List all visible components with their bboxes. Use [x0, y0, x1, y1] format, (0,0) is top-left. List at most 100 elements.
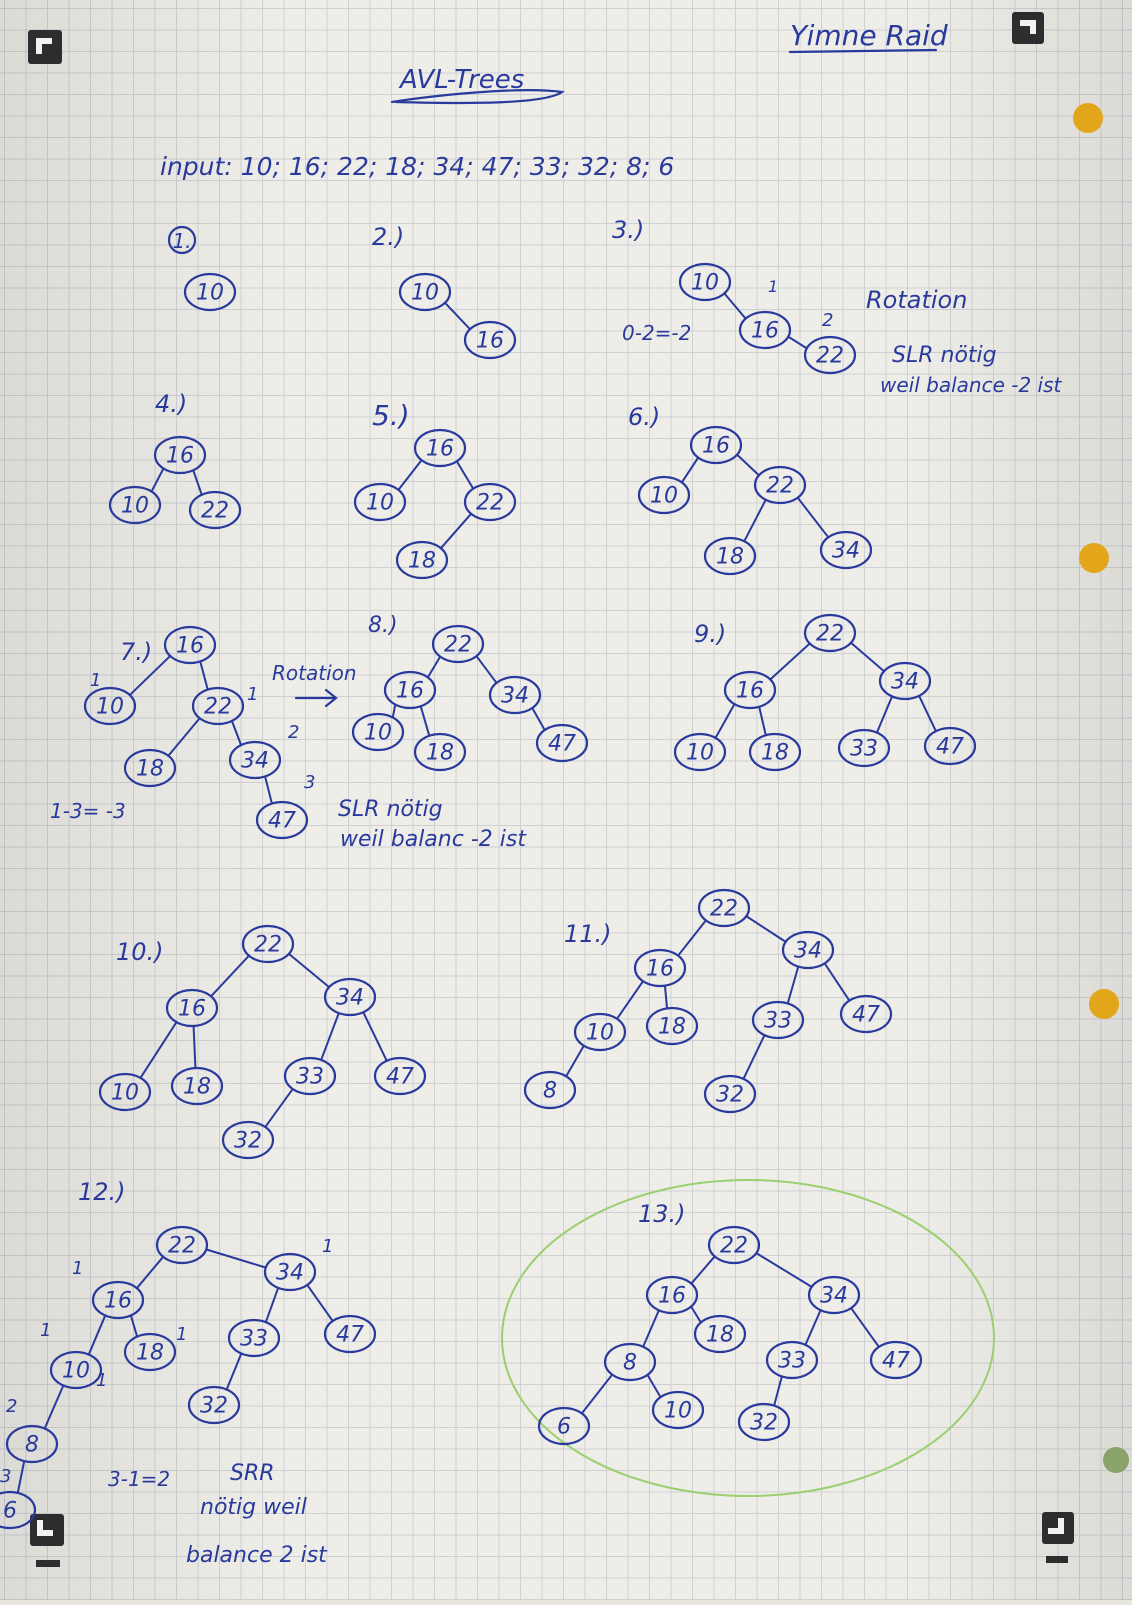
tree-edge	[264, 1286, 280, 1324]
tree-edge	[676, 919, 708, 957]
tree-edge	[135, 1255, 165, 1290]
punch-hole-2	[1079, 543, 1109, 573]
tree-node-label: 22	[168, 1234, 196, 1259]
tree-node-label: 18	[761, 741, 789, 766]
step12-note-2: nötig weil	[200, 1495, 307, 1520]
tree-node-47: 47	[255, 800, 309, 840]
tree-node-34: 34	[263, 1252, 317, 1292]
tree-edge	[796, 496, 830, 539]
tree-edge	[391, 703, 397, 719]
tree-node-10: 10	[353, 482, 407, 522]
tree-node-22: 22	[753, 465, 807, 505]
tree-edge	[166, 716, 202, 758]
tree-node-label: 16	[476, 329, 504, 354]
tree-edge	[615, 979, 645, 1021]
tree-node-18: 18	[693, 1314, 747, 1354]
tree-node-10: 10	[678, 262, 732, 302]
tree-edge	[646, 1373, 662, 1399]
tree-node-22: 22	[697, 888, 751, 928]
tree-edge	[305, 1283, 335, 1323]
tree-node-label: 10	[691, 271, 719, 296]
corner-marker-bottom-right-icon	[1042, 1512, 1074, 1563]
tree-node-label: 18	[408, 549, 436, 574]
tree-node-label: 18	[183, 1075, 211, 1100]
tree-node-label: 22	[816, 344, 844, 369]
tree-edge	[735, 453, 761, 477]
tree-edge	[225, 1352, 243, 1391]
tree-edge	[804, 1308, 822, 1347]
step-label-11: 11.)	[564, 920, 612, 948]
tree-edge	[129, 1314, 139, 1338]
tree-node-10: 10	[83, 686, 137, 726]
tree-node-16: 16	[689, 425, 743, 465]
tree-node-16: 16	[463, 320, 517, 360]
tree-node-label: 33	[764, 1009, 792, 1034]
corner-marker-bottom-left-icon	[30, 1514, 64, 1567]
tree-node-label: 34	[501, 684, 529, 709]
tree-node-10: 10	[49, 1350, 103, 1390]
tree-node-label: 10	[411, 281, 439, 306]
punch-hole-3	[1089, 989, 1119, 1019]
step12-note-3: balance 2 ist	[186, 1543, 328, 1568]
step12-balance-a: 1	[72, 1258, 83, 1279]
tree-edge	[849, 641, 886, 673]
tree-node-34: 34	[323, 977, 377, 1017]
tree-node-34: 34	[781, 930, 835, 970]
tree-node-label: 33	[778, 1349, 806, 1374]
tree-node-label: 10	[196, 281, 224, 306]
tree-node-16: 16	[165, 988, 219, 1028]
step3-note-2: SLR nötig	[892, 343, 997, 368]
tree-edge	[768, 642, 812, 681]
tree-edge	[139, 1020, 178, 1080]
tree-node-16: 16	[153, 435, 207, 475]
step3-balance-a: 1	[768, 277, 778, 296]
tree-edge	[580, 1373, 614, 1415]
tree-edge	[128, 654, 172, 697]
tree-edge	[150, 467, 165, 493]
tree-edge	[361, 1010, 389, 1063]
step-label-5: 5.)	[372, 399, 410, 432]
tree-node-label: 16	[166, 444, 194, 469]
tree-node-label: 47	[336, 1323, 364, 1348]
tree-node-label: 18	[426, 741, 454, 766]
step7-balance-a: 1	[90, 670, 101, 691]
tree-edge	[455, 459, 475, 491]
tree-node-label: 22	[444, 633, 472, 658]
tree-node-16: 16	[163, 625, 217, 665]
tree-edge	[319, 1011, 341, 1062]
step12-balance-e: 1	[96, 1370, 107, 1391]
tree-edge	[772, 1375, 784, 1407]
tree-node-label: 6	[557, 1415, 571, 1440]
tree-edge	[641, 1309, 661, 1348]
tree-node-label: 22	[720, 1234, 748, 1259]
tree-node-10: 10	[108, 485, 162, 525]
tree-node-label: 8	[25, 1433, 39, 1458]
tree-node-16: 16	[413, 428, 467, 468]
tree-edge	[87, 1314, 107, 1356]
tree-edge	[192, 1024, 197, 1070]
tree-node-label: 18	[716, 545, 744, 570]
tree-edge	[443, 301, 472, 331]
title-swoosh	[390, 89, 565, 105]
tree-edge	[475, 654, 498, 685]
tree-node-label: 16	[751, 319, 779, 344]
tree-node-label: 22	[710, 897, 738, 922]
step7-note-2: weil balanc -2 ist	[340, 827, 527, 852]
step-label-6: 6.)	[628, 403, 660, 431]
input-line: input: 10; 16; 22; 18; 34; 47; 33; 32; 8…	[160, 152, 674, 181]
tree-node-47: 47	[839, 994, 893, 1034]
punch-hole-1	[1073, 103, 1103, 133]
step7-arrow	[294, 688, 338, 708]
step-label-12: 12.)	[78, 1178, 126, 1206]
step3-balance-b: 2	[822, 310, 833, 331]
tree-node-8: 8	[523, 1070, 577, 1110]
tree-edge	[263, 775, 274, 805]
tree-node-34: 34	[488, 675, 542, 715]
tree-edge	[439, 512, 473, 550]
tree-edge	[875, 695, 894, 734]
tree-node-34: 34	[819, 530, 873, 570]
